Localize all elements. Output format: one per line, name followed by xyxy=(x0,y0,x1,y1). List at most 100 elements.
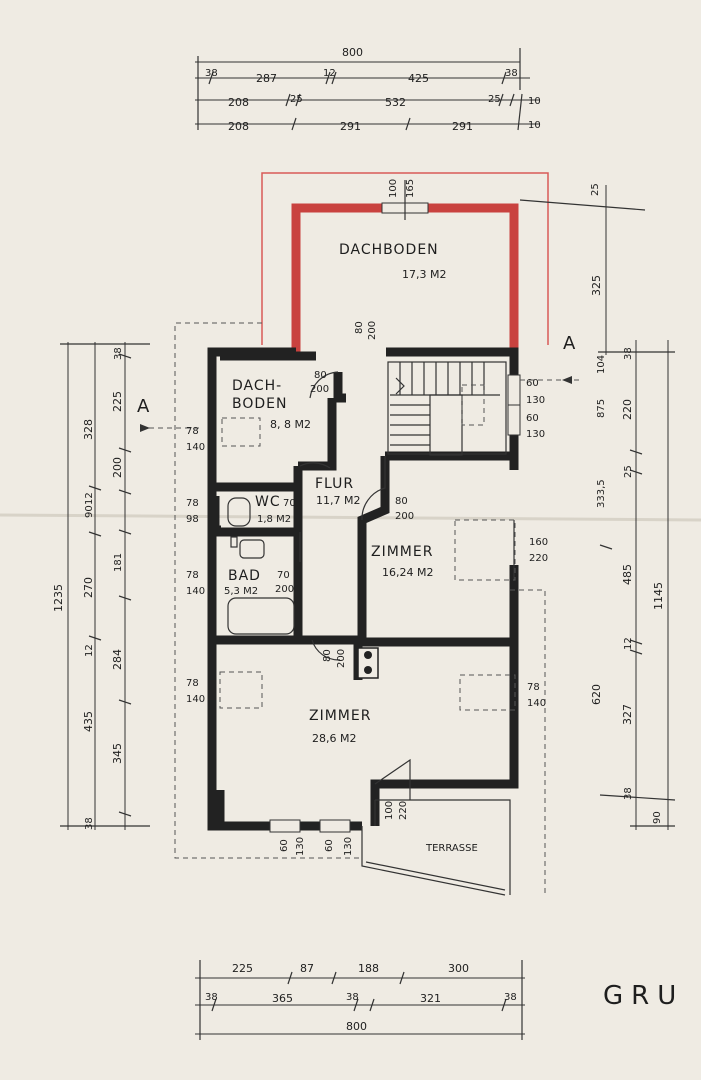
lbl-d200-d: 200 xyxy=(275,584,294,595)
dim-top-r1-e: 38 xyxy=(505,68,518,79)
dim-left-inner-f: 284 xyxy=(111,649,124,670)
terrace xyxy=(361,799,511,896)
room-dachboden-small-area: 8, 8 M2 xyxy=(270,418,311,431)
dim-bottom-r1-a: 225 xyxy=(232,962,253,975)
dimensions-right: 25 325 38 104 875 25 333,5 220 485 12 62… xyxy=(519,183,676,830)
bad-sink xyxy=(239,539,265,559)
room-flur: FLUR xyxy=(315,476,354,492)
room-flur-area: 11,7 M2 xyxy=(316,494,360,507)
room-terrasse: TERRASSE xyxy=(425,843,478,854)
lbl-w130-b: 130 xyxy=(526,429,545,440)
lbl-d80-b: 80 xyxy=(314,370,327,381)
dimensions-left: 1235 328 12 270 12 435 38 225 200 90 181… xyxy=(52,342,150,830)
dim-right-upper-a: 38 xyxy=(623,347,634,360)
attic-walls xyxy=(291,203,382,352)
staircase xyxy=(387,361,507,456)
lbl-w130-d: 130 xyxy=(343,837,354,856)
dim-right-mid-d: 620 xyxy=(590,684,603,705)
dim-left-inner-e: 181 xyxy=(113,553,124,572)
dim-right-mid-a: 220 xyxy=(621,399,634,420)
lbl-w78-a: 78 xyxy=(186,426,199,437)
dim-left-inner-a: 38 xyxy=(113,347,124,360)
room-zimmer-small-area: 16,24 M2 xyxy=(382,566,433,579)
dim-left-inner-h: 38 xyxy=(84,817,95,830)
room-dachboden-small-1: DACH- xyxy=(232,378,282,394)
dim-top-r3-a: 208 xyxy=(228,120,249,133)
room-wc-area: 1,8 M2 xyxy=(257,514,291,525)
dim-top-r2-b: 25 xyxy=(290,94,303,105)
dim-top-r2-e: 10 xyxy=(528,96,541,107)
lbl-d200-b: 200 xyxy=(310,384,329,395)
dim-bottom-r2-c: 38 xyxy=(346,992,359,1003)
lbl-d220-b: 220 xyxy=(398,801,409,820)
dim-right-upper-c: 875 xyxy=(596,399,607,418)
lbl-t165: 165 xyxy=(405,179,416,198)
openings xyxy=(269,180,521,833)
dim-bottom-r1-d: 300 xyxy=(448,962,469,975)
dim-top-r2-d: 25 xyxy=(488,94,501,105)
dashed-outlines xyxy=(174,322,546,895)
room-wc: WC xyxy=(255,494,281,510)
lbl-w60-c: 60 xyxy=(279,839,290,852)
room-dachboden-small-2: BODEN xyxy=(232,396,287,412)
dim-left-inner-c: 200 xyxy=(111,457,124,478)
lbl-w78-d: 78 xyxy=(186,678,199,689)
dim-right-mid-b: 485 xyxy=(621,564,634,585)
room-bad-area: 5,3 M2 xyxy=(224,586,258,597)
dim-left-outer-b: 12 xyxy=(84,492,95,505)
lbl-d80-d: 80 xyxy=(322,649,333,662)
dim-top-r1-c: 12 xyxy=(323,68,336,79)
dim-right-upper-b: 104 xyxy=(596,355,607,374)
dim-bottom-r2-e: 38 xyxy=(504,992,517,1003)
lbl-w130-a: 130 xyxy=(526,395,545,406)
dim-right-top-b: 325 xyxy=(590,275,603,296)
dim-right-mid-e: 327 xyxy=(621,704,634,725)
lbl-w140-c: 140 xyxy=(186,586,205,597)
dimensions-top: 800 38 287 12 425 38 208 25 532 25 10 20… xyxy=(195,46,541,133)
dim-bottom-r1-b: 87 xyxy=(300,962,314,975)
dim-right-upper-e: 333,5 xyxy=(596,479,607,508)
lbl-w60-b: 60 xyxy=(526,413,539,424)
room-dachboden-main-area: 17,3 M2 xyxy=(402,268,446,281)
room-bad: BAD xyxy=(228,568,261,584)
lbl-d200-e: 200 xyxy=(336,649,347,668)
section-marker-right: A xyxy=(563,333,576,354)
lbl-d220: 220 xyxy=(529,553,548,564)
dim-top-r3-d: 10 xyxy=(528,120,541,131)
opening-labels: 100 165 80 200 80 200 60 130 60 130 78 1… xyxy=(186,179,548,856)
lbl-w98: 98 xyxy=(186,514,199,525)
room-zimmer-large: ZIMMER xyxy=(309,708,371,724)
dim-bottom-total: 800 xyxy=(346,1020,367,1033)
dim-left-inner-d: 90 xyxy=(84,505,95,518)
section-marker-left: A xyxy=(137,396,150,417)
bathtub xyxy=(227,597,295,635)
drawing-title: GRU xyxy=(603,981,684,1011)
roof-outline xyxy=(261,172,549,345)
lbl-t100: 100 xyxy=(388,179,399,198)
room-labels: DACHBODEN 17,3 M2 DACH- BODEN 8, 8 M2 FL… xyxy=(224,242,478,854)
dim-top-r1-a: 38 xyxy=(205,68,218,79)
lbl-w140-d: 140 xyxy=(186,694,205,705)
lbl-w140-a: 140 xyxy=(186,442,205,453)
dim-left-total: 1235 xyxy=(52,584,65,612)
section-markers: A A xyxy=(137,333,580,432)
dim-left-outer-c: 270 xyxy=(82,577,95,598)
dim-right-mid-f: 38 xyxy=(623,787,634,800)
dim-left-outer-a: 328 xyxy=(82,419,95,440)
dim-right-total: 1145 xyxy=(652,582,665,610)
room-zimmer-small: ZIMMER xyxy=(371,544,433,560)
lbl-d80-c: 80 xyxy=(395,496,408,507)
lbl-w130-c: 130 xyxy=(295,837,306,856)
dim-top-r3-b: 291 xyxy=(340,120,361,133)
room-zimmer-large-area: 28,6 M2 xyxy=(312,732,356,745)
lbl-d80-a: 80 xyxy=(354,321,365,334)
dim-right-top-a: 25 xyxy=(590,183,601,196)
lbl-d70-b: 70 xyxy=(277,570,290,581)
dim-top-r1-d: 425 xyxy=(408,72,429,85)
lbl-w78-e: 78 xyxy=(527,682,540,693)
dim-bottom-r2-b: 365 xyxy=(272,992,293,1005)
lbl-d160: 160 xyxy=(529,537,548,548)
paper-fold-line xyxy=(0,513,701,522)
dim-top-r1-b: 287 xyxy=(256,72,277,85)
